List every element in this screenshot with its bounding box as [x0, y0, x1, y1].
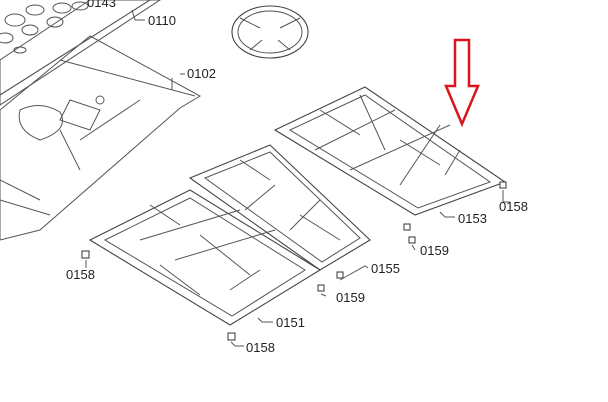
part-label-0158: 0158	[246, 340, 275, 355]
part-label-0102: 0102	[187, 66, 216, 81]
part-label-0151: 0151	[276, 315, 305, 330]
wok-ring	[231, 5, 309, 59]
part-label-0155: 0155	[371, 261, 400, 276]
part-label-0159: 0159	[420, 243, 449, 258]
part-label-0159: 0159	[336, 290, 365, 305]
part-label-0143: 0143	[87, 0, 116, 10]
part-label-0153: 0153	[458, 211, 487, 226]
grate-0151	[88, 189, 322, 326]
burner-caps-0143	[0, 1, 89, 54]
rubber-feet-0158-0159	[81, 181, 507, 341]
part-label-0158: 0158	[66, 267, 95, 282]
grate-0155	[188, 144, 371, 271]
red-arrow-indicator	[444, 38, 480, 128]
part-label-0158: 0158	[499, 199, 528, 214]
part-label-0110: 0110	[148, 13, 176, 28]
hob-body-0102	[0, 0, 202, 241]
